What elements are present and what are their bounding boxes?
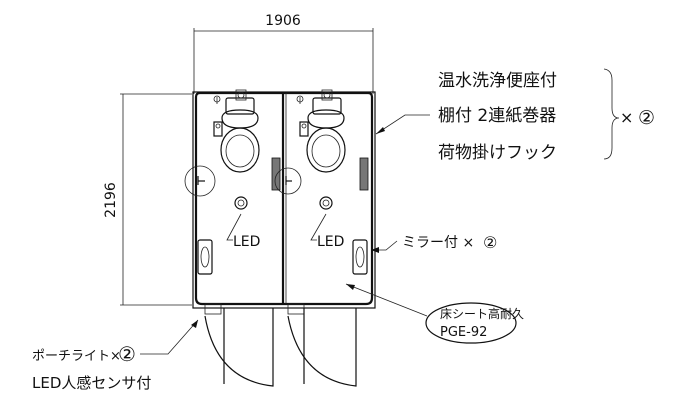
hand-dryer-right (274, 167, 302, 195)
mirror-note: ミラー付 × ② (371, 233, 497, 253)
width-dimension-label: 1906 (265, 13, 301, 29)
led-light-right (319, 196, 333, 210)
mirror-note-text: ミラー付 × (402, 235, 474, 251)
led-label-left: LED (233, 234, 260, 250)
left-booth: LED (184, 89, 281, 275)
porch-light-sub: LED人感センサ付 (32, 374, 151, 392)
toilet-left (213, 89, 260, 173)
depth-dimension: 2196 (103, 93, 192, 306)
shelf-left (271, 157, 281, 191)
floor-sheet-note: 床シート高耐久 PGE-92 (345, 283, 524, 344)
depth-dimension-label: 2196 (103, 182, 119, 218)
right-booth: LED (274, 89, 369, 275)
porch-light-text: ポーチライト× (32, 349, 121, 364)
floor-sheet-line2: PGE-92 (440, 325, 487, 340)
door-left (204, 303, 274, 387)
mirror-right (352, 239, 368, 275)
feature-note-2: 棚付 2連紙巻器 (438, 106, 556, 126)
mirror-note-count: ② (483, 233, 497, 252)
led-light-left (234, 196, 248, 210)
door-right (287, 303, 357, 387)
led-label-right: LED (317, 234, 344, 250)
feature-multiplier: × (620, 108, 633, 127)
unit-walls (192, 91, 376, 309)
hand-dryer-left (184, 165, 216, 197)
feature-note-1: 温水洗浄便座付 (438, 71, 557, 91)
shelf-right (359, 157, 369, 191)
feature-notes: 温水洗浄便座付 棚付 2連紙巻器 荷物掛けフック × ② (375, 68, 655, 163)
paper-holder-left (213, 95, 221, 104)
porch-light-note: ポーチライト× ② LED人感センサ付 (32, 319, 199, 392)
feature-count: ② (638, 107, 655, 129)
width-dimension: 1906 (193, 13, 374, 94)
feature-note-3: 荷物掛けフック (438, 143, 557, 163)
mirror-left (197, 239, 213, 275)
toilet-right (299, 89, 346, 173)
porch-light-count: ② (118, 342, 136, 366)
floor-sheet-line1: 床シート高耐久 (440, 306, 524, 321)
paper-holder-right (296, 95, 304, 104)
